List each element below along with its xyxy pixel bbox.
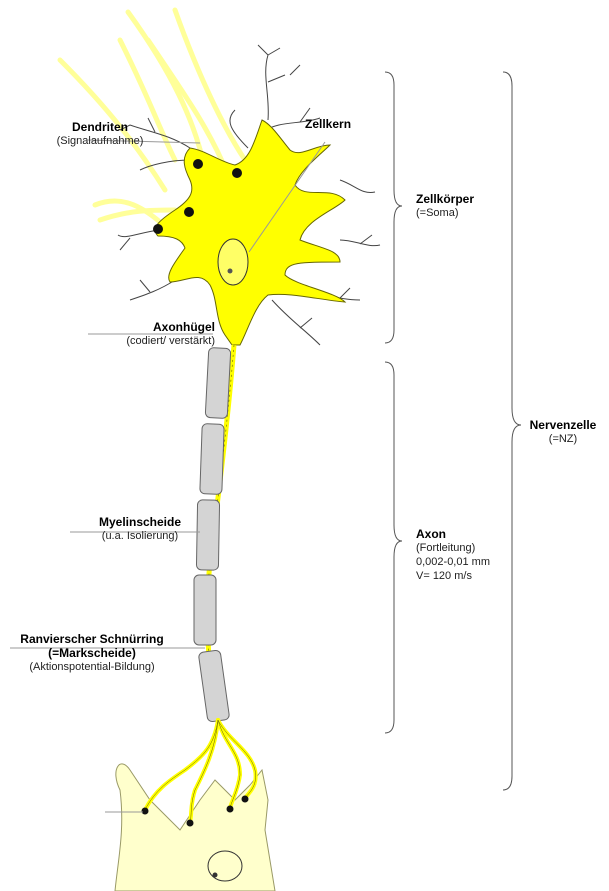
nucleus [218, 239, 248, 285]
nervenzelle-title: Nervenzelle [522, 418, 604, 432]
target-cell [115, 764, 275, 891]
label-axonhuegel: Axonhügel (codiert/ verstärkt) [70, 320, 215, 348]
axon-title: Axon [416, 527, 490, 541]
myelinscheide-sub: (u.a. Isolierung) [80, 529, 200, 543]
ranvier-sub: (Aktionspotential-Bildung) [2, 660, 182, 674]
target-cell-nucleolus [213, 873, 218, 878]
ranvier-title2: (=Markscheide) [2, 646, 182, 660]
axon-line3: V= 120 m/s [416, 569, 490, 583]
myelinscheide-title: Myelinscheide [80, 515, 200, 529]
zellkoerper-sub: (=Soma) [416, 206, 474, 220]
label-dendriten: Dendriten (Signalaufnahme) [30, 120, 170, 148]
axon-line2: 0,002-0,01 mm [416, 555, 490, 569]
brace-axon [385, 362, 402, 733]
zellkoerper-title: Zellkörper [416, 192, 474, 206]
ranvier-title: Ranvierscher Schnürring [2, 632, 182, 646]
dendriten-sub: (Signalaufnahme) [30, 134, 170, 148]
brace-zellkoerper [385, 72, 402, 343]
label-nervenzelle: Nervenzelle (=NZ) [522, 418, 604, 446]
dendriten-title: Dendriten [30, 120, 170, 134]
brace-nervenzelle [503, 72, 521, 790]
label-zellkoerper: Zellkörper (=Soma) [416, 192, 474, 220]
label-ranvier: Ranvierscher Schnürring (=Markscheide) (… [2, 632, 182, 674]
nervenzelle-sub: (=NZ) [522, 432, 604, 446]
axonhuegel-title: Axonhügel [70, 320, 215, 334]
label-zellkern: Zellkern [305, 117, 351, 131]
axonhuegel-sub: (codiert/ verstärkt) [70, 334, 215, 348]
axon-line1: (Fortleitung) [416, 541, 490, 555]
label-axon: Axon (Fortleitung) 0,002-0,01 mm V= 120 … [416, 527, 490, 583]
nucleolus [228, 269, 233, 274]
zellkern-title: Zellkern [305, 117, 351, 131]
label-myelinscheide: Myelinscheide (u.a. Isolierung) [80, 515, 200, 543]
